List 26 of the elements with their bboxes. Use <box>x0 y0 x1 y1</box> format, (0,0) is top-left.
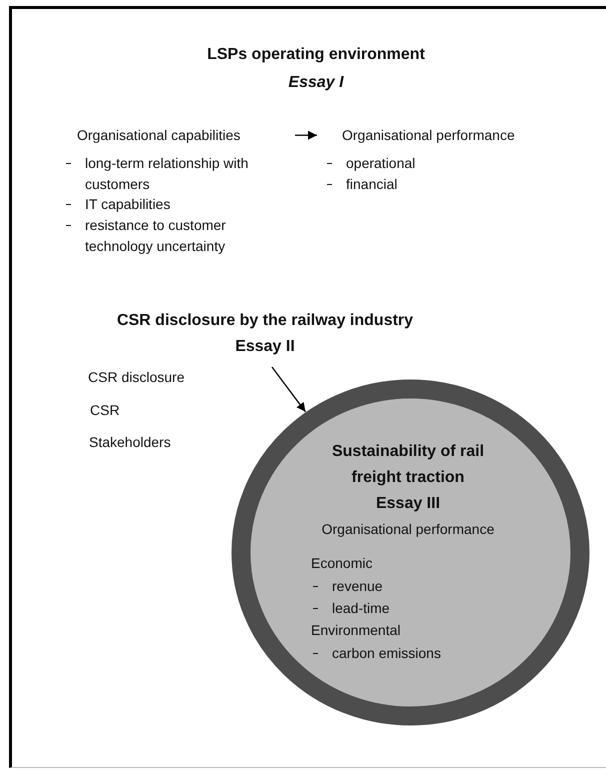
topic-label: CSR disclosure <box>88 368 184 387</box>
circle-heading: Sustainability of rail freight traction <box>330 442 486 488</box>
frame-box <box>9 6 606 768</box>
list-item: financial <box>327 174 527 194</box>
title-heading: LSPs operating environment <box>206 45 426 65</box>
subtitle-heading: Essay I <box>287 73 345 93</box>
list-item: operational <box>327 153 527 174</box>
list-item: revenue <box>313 576 513 596</box>
category-label: Environmental <box>311 621 402 640</box>
list-item: carbon emissions <box>313 643 513 664</box>
topic-label: CSR <box>90 401 120 420</box>
circle-heading: Essay III <box>374 494 442 514</box>
list-item: resistance to customer technology uncertainty <box>66 215 280 256</box>
circle-subheading: Organisational performance <box>320 520 496 539</box>
list-item: lead-time <box>313 598 513 618</box>
list-item: long-term relationship with customers <box>66 153 280 194</box>
category-label: Economic <box>311 554 374 573</box>
circle-node <box>231 379 590 726</box>
arrow <box>271 366 306 412</box>
list-heading: Organisational capabilities <box>77 126 242 145</box>
section-heading: CSR disclosure by the railway industry <box>116 311 414 331</box>
arrow <box>295 130 317 140</box>
topic-label: Stakeholders <box>89 433 171 452</box>
list-item: IT capabilities <box>66 194 280 214</box>
section-heading: Essay II <box>234 337 296 357</box>
list-heading: Organisational performance <box>342 126 516 145</box>
